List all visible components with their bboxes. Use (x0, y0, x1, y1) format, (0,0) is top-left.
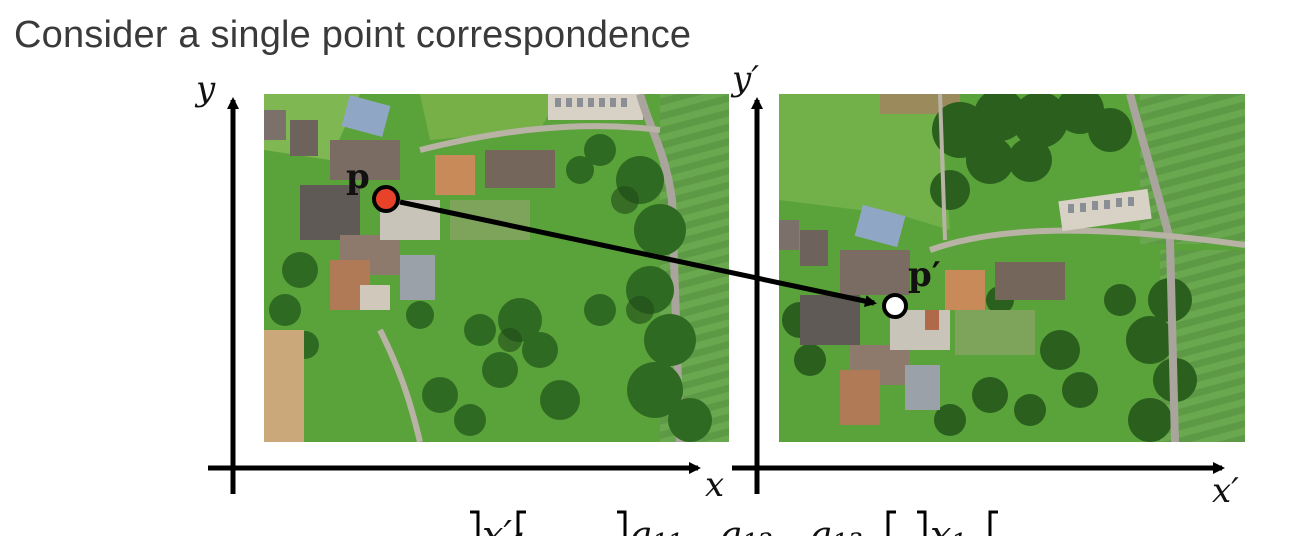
right-x-axis-label: x′ (1212, 471, 1239, 511)
equation-rhs: x₁ (930, 513, 967, 536)
right-aerial-image (779, 94, 1245, 442)
equation-fragment: x′₁ a₁₁ a₁₂ a₁₃ x₁ (470, 510, 998, 536)
left-aerial-image (264, 94, 729, 442)
target-point (882, 293, 908, 319)
source-point-label: p (346, 157, 370, 197)
left-x-axis-label: x (705, 465, 724, 505)
right-y-axis-label: y′ (730, 59, 759, 99)
slide-title: Consider a single point correspondence (14, 14, 692, 56)
left-y-axis-label: y (194, 69, 216, 109)
source-point (372, 185, 400, 213)
right-coordinate-axes: y′ x′ (730, 59, 1239, 511)
equation-a13: a₁₃ (810, 513, 863, 536)
equation-a12: a₁₂ (720, 513, 773, 536)
target-point-label: p′ (908, 255, 941, 295)
equation-lhs: x′₁ (482, 513, 527, 536)
equation-a11: a₁₁ (630, 513, 683, 536)
correspondence-arrow (399, 199, 877, 307)
left-coordinate-axes: y x (194, 69, 724, 505)
